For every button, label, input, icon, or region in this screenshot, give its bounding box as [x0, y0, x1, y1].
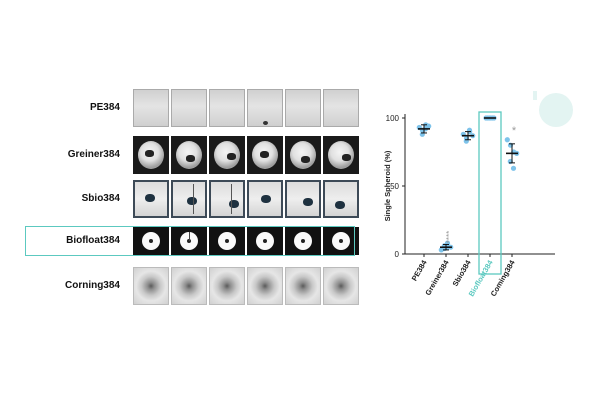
row-label-corning: Corning384: [64, 280, 120, 291]
well-image: [171, 267, 207, 305]
y-tick-label: 50: [390, 182, 399, 191]
well-row-pe: [133, 89, 359, 127]
chart-axes: [402, 114, 555, 257]
well-row-corning: [133, 267, 359, 305]
well-image: [171, 180, 207, 218]
well-image: [285, 89, 321, 127]
well-image: [247, 180, 283, 218]
well-image: [209, 180, 245, 218]
well-image: [285, 227, 321, 255]
highlight-box-biofloat: [478, 111, 502, 275]
well-image: [133, 227, 169, 255]
row-label-sbio: Sbio384: [81, 193, 120, 204]
well-image: [171, 227, 207, 255]
background-blob: [533, 91, 537, 100]
y-axis-label: Single Spheroid (%): [383, 150, 392, 221]
significance-marker: ****: [445, 231, 454, 243]
well-image: [133, 89, 169, 127]
row-label-greiner: Greiner384: [67, 149, 120, 160]
background-blob: [539, 93, 573, 127]
well-image: [171, 89, 207, 127]
well-image: [209, 136, 245, 174]
well-image: [323, 227, 359, 255]
well-row-greiner: [133, 136, 359, 174]
well-image: [323, 136, 359, 174]
well-image: [285, 267, 321, 305]
data-point: [510, 165, 517, 171]
row-label-biofloat: Biofloat384: [66, 235, 120, 246]
chart-points: [416, 111, 520, 275]
data-point: [504, 137, 510, 143]
well-image: [133, 136, 169, 174]
well-image: [209, 267, 245, 305]
well-image: [247, 267, 283, 305]
well-image: [247, 136, 283, 174]
well-image: [323, 89, 359, 127]
well-row-biofloat: [133, 227, 359, 255]
well-image: [133, 267, 169, 305]
well-image: [247, 89, 283, 127]
well-image: [323, 267, 359, 305]
well-row-sbio: [133, 180, 359, 218]
x-tick-label: Sbio384: [451, 258, 474, 288]
significance-marker: *: [512, 125, 517, 137]
well-image: [285, 180, 321, 218]
biofloat-row-highlight: [25, 226, 355, 256]
well-image: [285, 136, 321, 174]
data-point: [426, 123, 432, 129]
well-image: [247, 227, 283, 255]
well-image: [133, 180, 169, 218]
well-image: [209, 89, 245, 127]
well-image: [209, 227, 245, 255]
well-image: [171, 136, 207, 174]
y-tick-label: 0: [395, 250, 400, 259]
chart-decoration: [533, 91, 573, 127]
y-tick-label: 100: [386, 114, 400, 123]
row-label-pe: PE384: [89, 102, 120, 113]
well-image: [323, 180, 359, 218]
x-tick-label: PE384: [410, 258, 429, 283]
